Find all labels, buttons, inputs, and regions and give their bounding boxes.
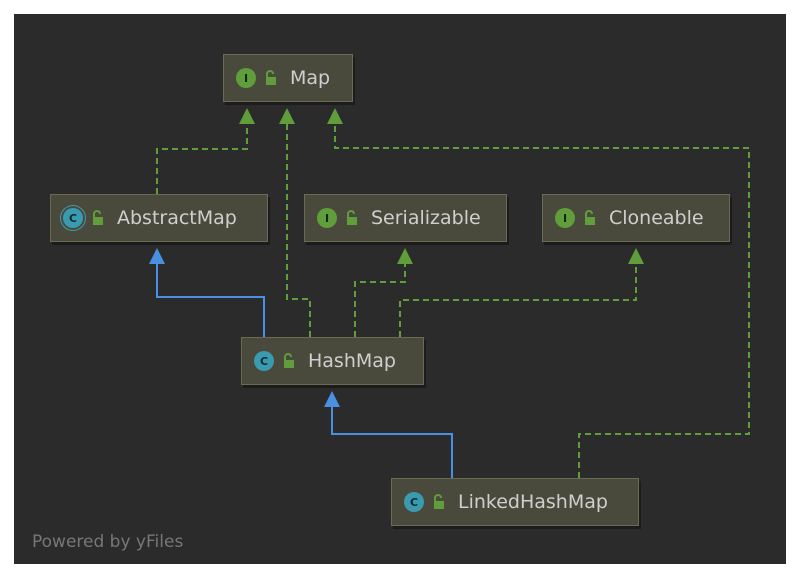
powered-by-footer: Powered by yFiles [32,532,184,552]
arrowhead-linkedhashmap-to-map [327,108,343,124]
arrowhead-hashmap-to-cloneable [628,248,644,264]
arrowhead-hashmap-to-abstractmap [149,248,165,264]
node-label: Serializable [371,207,481,229]
class-icon: C [254,351,274,371]
interface-icon: I [317,208,337,228]
interface-icon: I [236,68,256,88]
node-map[interactable]: I Map [223,54,353,102]
node-label: HashMap [308,350,396,372]
node-abstractmap[interactable]: C AbstractMap [50,194,268,242]
edge-hashmap-to-serializable [354,262,406,337]
unlocked-lock-icon [434,494,444,509]
edge-hashmap-to-cloneable [399,262,637,337]
unlocked-lock-icon [585,210,595,225]
node-label: LinkedHashMap [458,491,608,513]
node-label: AbstractMap [117,207,237,229]
arrowhead-linkedhashmap-to-hashmap [324,391,340,407]
class-icon: C [404,492,424,512]
edge-hashmap-to-abstractmap [156,264,265,337]
unlocked-lock-icon [284,353,294,368]
edges-layer [149,108,750,478]
node-label: Cloneable [609,207,704,229]
interface-icon: I [555,208,575,228]
abstract-class-icon: C [63,208,83,228]
edge-linkedhashmap-to-hashmap [331,406,453,478]
edge-abstractmap-to-map [156,122,248,194]
unlocked-lock-icon [266,70,276,85]
node-cloneable[interactable]: I Cloneable [542,194,730,242]
unlocked-lock-icon [347,210,357,225]
arrowhead-hashmap-to-serializable [397,248,413,264]
edge-linkedhashmap-to-map [334,122,750,478]
arrowhead-hashmap-to-map [279,108,295,124]
arrowhead-abstractmap-to-map [239,108,255,124]
node-serializable[interactable]: I Serializable [304,194,507,242]
node-linkedhashmap[interactable]: C LinkedHashMap [391,478,639,526]
diagram-canvas: I Map C AbstractMap I Serializable I Clo… [14,14,786,564]
node-label: Map [290,67,331,89]
unlocked-lock-icon [93,210,103,225]
node-hashmap[interactable]: C HashMap [241,337,424,385]
